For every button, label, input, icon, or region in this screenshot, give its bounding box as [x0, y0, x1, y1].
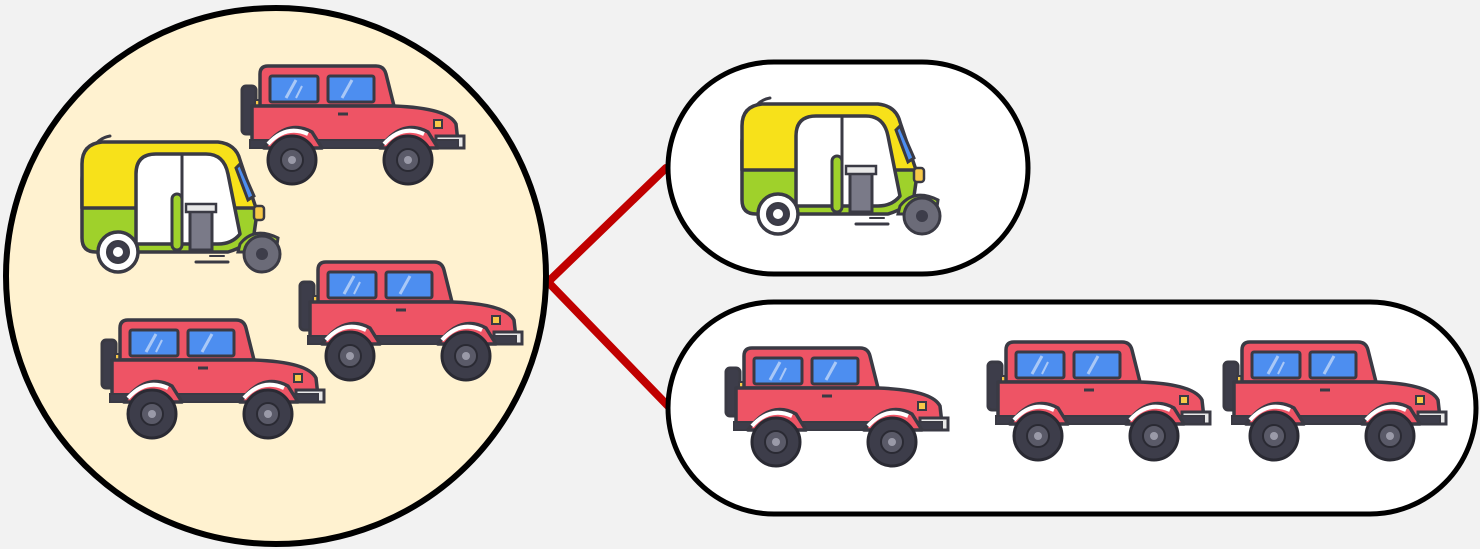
connector-line-top [544, 164, 670, 286]
connector-line-bottom [544, 278, 674, 412]
